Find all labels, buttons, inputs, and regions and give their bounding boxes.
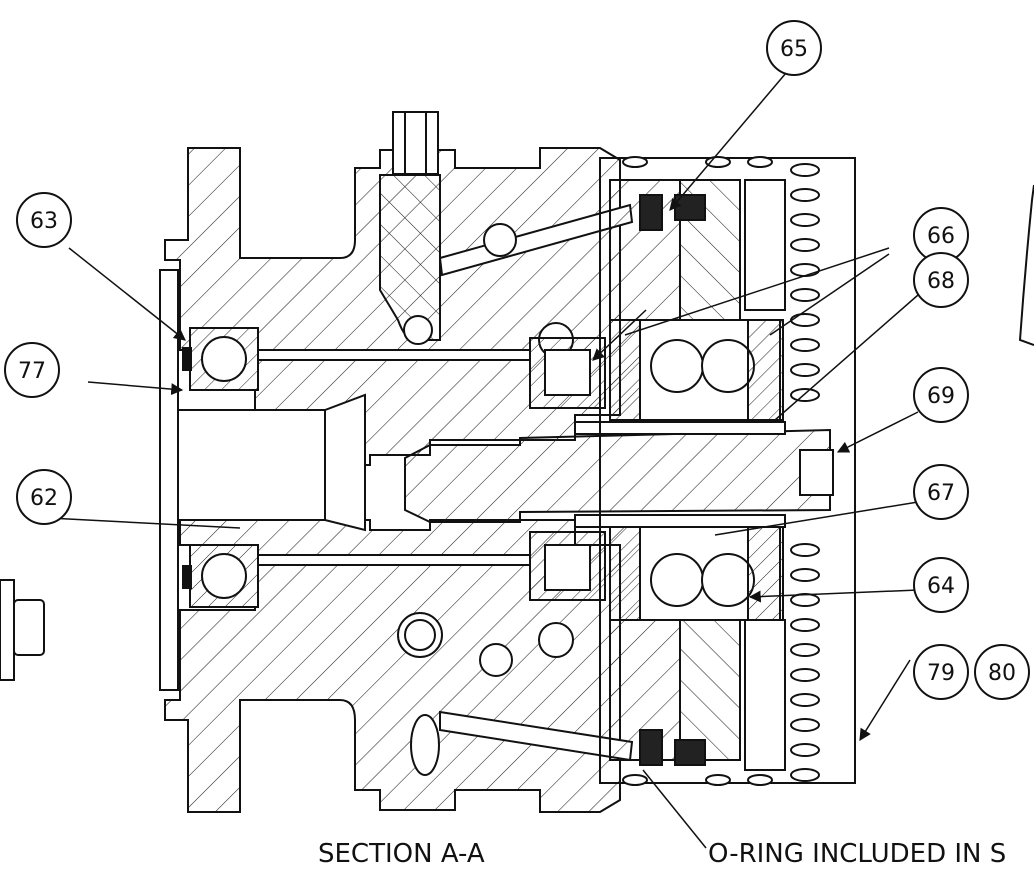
fitting-left-edge: [0, 579, 45, 681]
right-carrier: [574, 179, 786, 761]
oring-note: O-RING INCLUDED IN S: [708, 839, 1006, 869]
balloon-67: 67: [913, 464, 969, 520]
section-title: SECTION A-A: [318, 839, 485, 869]
svg-text:69: 69: [927, 384, 955, 409]
balloon-66: 66: [913, 207, 969, 263]
balloon-65: 65: [766, 20, 822, 76]
svg-text:62: 62: [30, 486, 58, 511]
svg-text:64: 64: [927, 574, 955, 599]
balloon-62: 62: [16, 469, 72, 525]
svg-text:65: 65: [780, 37, 808, 62]
svg-text:77: 77: [18, 359, 46, 384]
center-bore: [177, 393, 366, 532]
spring-coils: [622, 156, 820, 786]
balloon-77: 77: [4, 342, 60, 398]
balloon-68: 68: [913, 252, 969, 308]
svg-text:68: 68: [927, 269, 955, 294]
top-plug: [379, 111, 441, 345]
left-bearing-top: [182, 327, 259, 391]
shaft: [404, 428, 834, 523]
svg-text:66: 66: [927, 224, 955, 249]
oil-passages: [257, 203, 634, 762]
svg-text:79: 79: [927, 661, 955, 686]
partial-part-right-edge: [1018, 184, 1034, 346]
balloon-80: 80: [974, 644, 1030, 700]
needle-bearing-top: [529, 337, 606, 409]
svg-text:67: 67: [927, 481, 955, 506]
svg-text:63: 63: [30, 209, 58, 234]
balloon-64: 64: [913, 557, 969, 613]
balloon-69: 69: [913, 367, 969, 423]
leader-lines: [48, 72, 919, 849]
svg-text:80: 80: [988, 661, 1016, 686]
balloon-63: 63: [16, 192, 72, 248]
needle-bearing-bottom: [529, 531, 606, 601]
left-bearing-bottom: [182, 544, 259, 608]
balloon-79: 79: [913, 644, 969, 700]
